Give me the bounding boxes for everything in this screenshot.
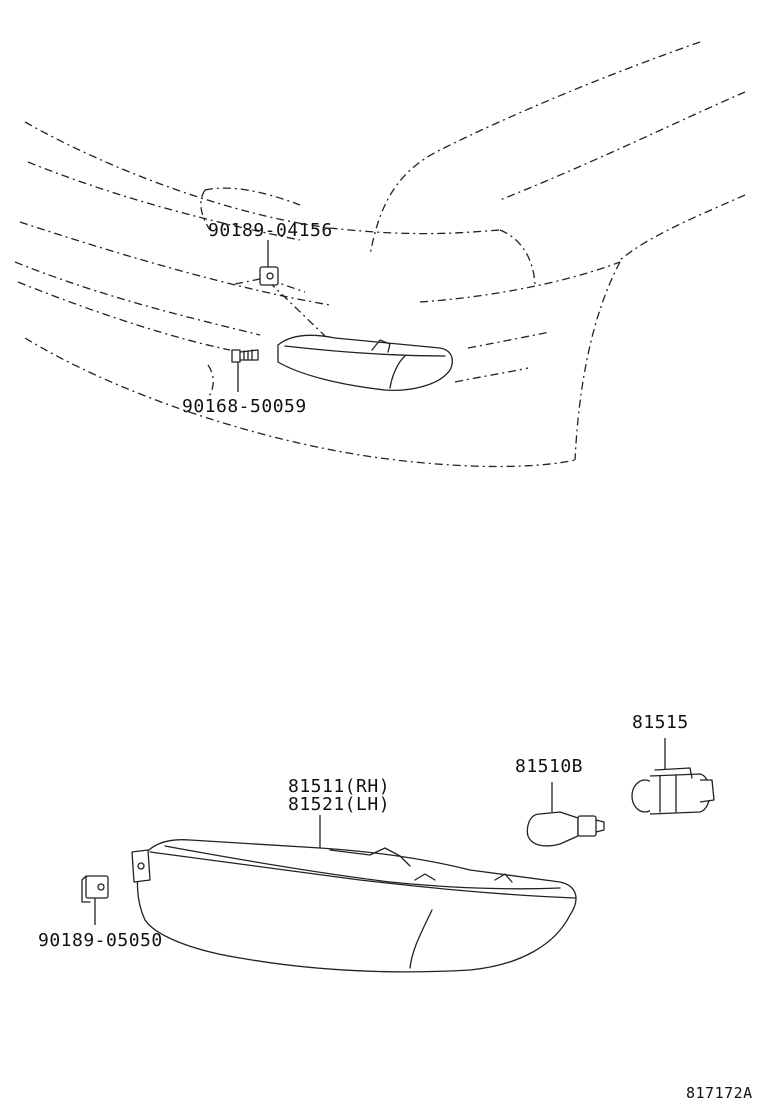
- label-lamp-lh: 81521(LH): [288, 794, 390, 815]
- label-bulb: 81510B: [515, 756, 583, 777]
- label-screw: 90168-50059: [182, 396, 307, 417]
- socket-part: [631, 767, 715, 815]
- screw-part: [231, 349, 259, 363]
- label-clip-upper: 90189-04156: [208, 220, 333, 241]
- turn-lamp-assembly: [131, 839, 577, 973]
- diagram-id: 817172A: [686, 1084, 753, 1102]
- clip-upper-part: [259, 266, 279, 286]
- vehicle-bumper-illustration: [14, 41, 746, 468]
- label-lamp-rh: 81511(RH): [288, 776, 390, 797]
- label-clip-lower: 90189-05050: [38, 930, 163, 951]
- bulb-part: [526, 811, 605, 847]
- label-socket: 81515: [632, 712, 689, 733]
- installed-turn-lamp: [277, 334, 453, 391]
- clip-lower-part: [81, 875, 109, 903]
